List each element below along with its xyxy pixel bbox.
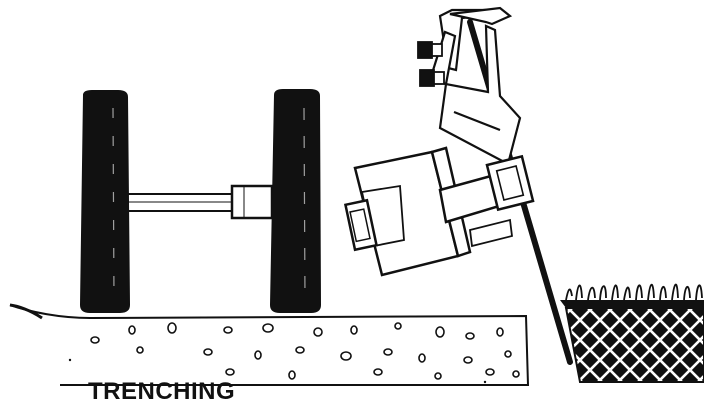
motor-housing [343,146,535,277]
ground-slab [9,303,530,386]
caption-trenching: TRENCHING [88,378,236,405]
pebbles [90,322,520,380]
left-wheel [80,90,130,313]
turf-block [560,283,704,383]
right-wheel [270,89,321,313]
axle [125,184,274,220]
mounting-bracket [428,6,522,166]
